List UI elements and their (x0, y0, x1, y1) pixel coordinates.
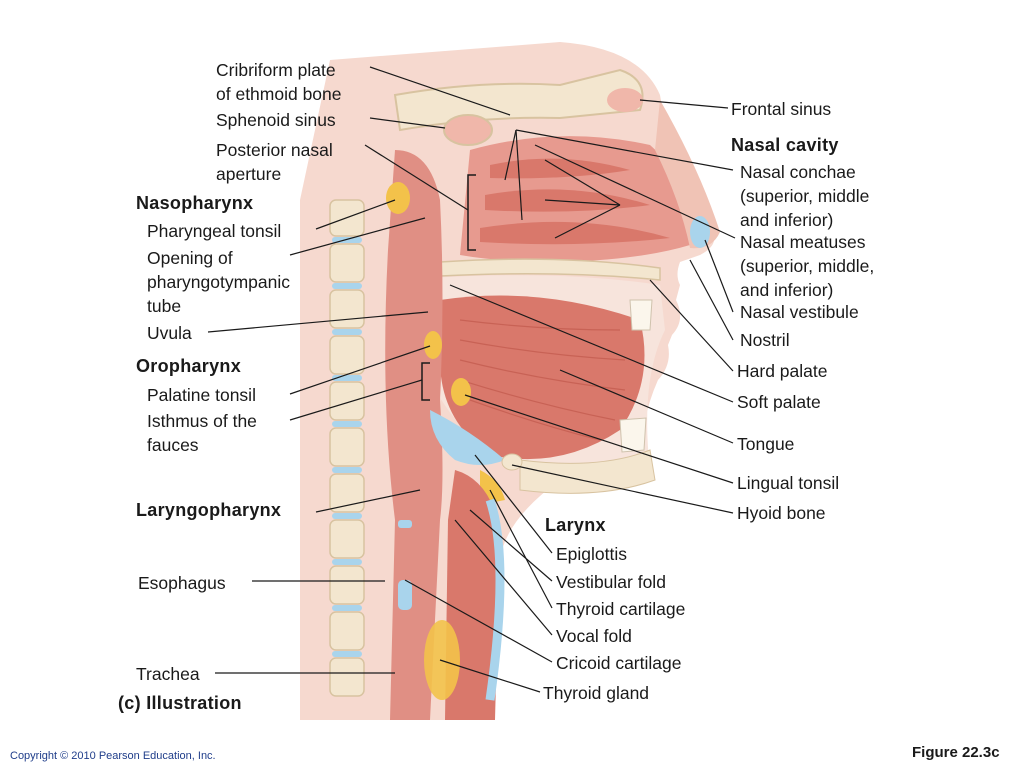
label-soft-palate: Soft palate (737, 392, 821, 412)
label-nasal-meatuses: Nasal meatuses (superior, middle, and in… (740, 232, 875, 300)
sphenoid-sinus-shape (443, 114, 493, 146)
label-cricoid-cartilage: Cricoid cartilage (556, 653, 682, 673)
hard-palate-shape (439, 258, 661, 281)
label-illustration: (c) Illustration (118, 693, 242, 713)
label-nasopharynx: Nasopharynx (136, 193, 254, 213)
label-palatine-tonsil: Palatine tonsil (147, 385, 256, 405)
label-trachea: Trachea (136, 664, 200, 684)
leader-lines (207, 66, 736, 693)
pharynx-shape (385, 150, 443, 720)
label-epiglottis: Epiglottis (556, 544, 628, 564)
label-nasal-conchae: Nasal conchae (superior, middle and infe… (740, 162, 870, 230)
label-oropharynx: Oropharynx (136, 356, 242, 376)
label-vocal-fold: Vocal fold (556, 626, 632, 646)
label-thyroid-gland: Thyroid gland (543, 683, 650, 703)
frontal-sinus-shape (607, 88, 643, 112)
label-pharyngotympanic-tube: Opening of pharyngotympanic tube (147, 248, 290, 316)
nose-shape (655, 100, 720, 249)
label-uvula: Uvula (147, 323, 192, 343)
label-nostril: Nostril (740, 330, 790, 350)
label-thyroid-cartilage: Thyroid cartilage (556, 599, 686, 619)
label-frontal-sinus: Frontal sinus (731, 99, 832, 119)
vertebral-column (329, 199, 365, 697)
label-vestibular-fold: Vestibular fold (556, 572, 666, 592)
label-esophagus: Esophagus (138, 573, 226, 593)
label-tongue: Tongue (737, 434, 795, 454)
label-nasal-cavity: Nasal cavity (731, 135, 839, 155)
label-larynx: Larynx (545, 515, 606, 535)
copyright-text: Copyright © 2010 Pearson Education, Inc. (10, 750, 216, 762)
figure-number: Figure 22.3c (912, 744, 1000, 761)
label-isthmus-of-fauces: Isthmus of the fauces (147, 411, 257, 455)
label-posterior-nasal-aperture: Posterior nasal aperture (216, 140, 333, 184)
label-nasal-vestibule: Nasal vestibule (740, 302, 859, 322)
label-lingual-tonsil: Lingual tonsil (737, 473, 840, 493)
label-sphenoid-sinus: Sphenoid sinus (216, 110, 336, 130)
label-hyoid-bone: Hyoid bone (737, 503, 826, 523)
label-laryngopharynx: Laryngopharynx (136, 500, 282, 520)
label-hard-palate: Hard palate (737, 361, 828, 381)
label-cribriform-plate: Cribriform plate of ethmoid bone (216, 60, 342, 104)
epiglottis-shape (430, 410, 505, 465)
mandible-shape (519, 449, 656, 494)
label-pharyngeal-tonsil: Pharyngeal tonsil (147, 221, 282, 241)
